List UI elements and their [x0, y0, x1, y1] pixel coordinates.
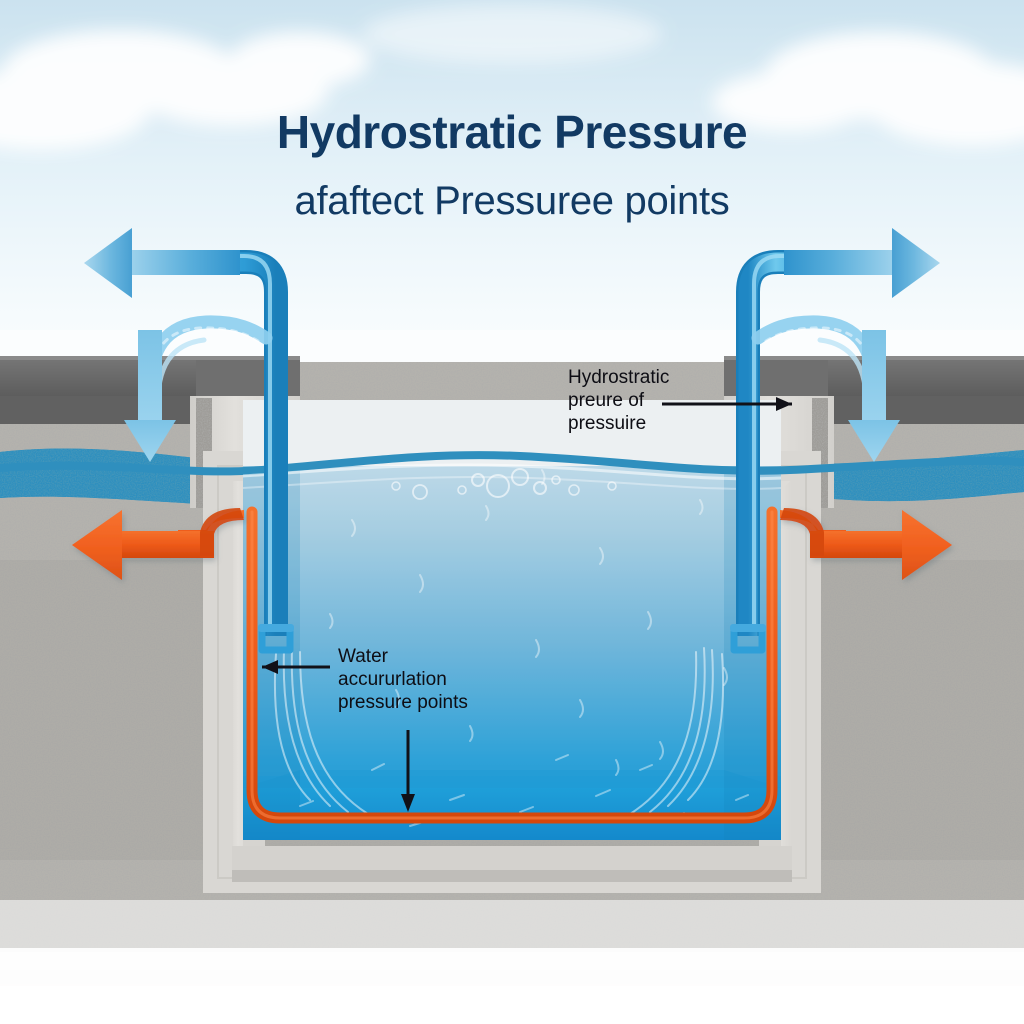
left-orange-pressure-arrow — [72, 508, 244, 580]
cloud-shapes — [0, 4, 1024, 150]
annotation-leader-bottom-left — [262, 660, 330, 674]
water-bubbles — [391, 468, 617, 500]
page-title: Hydrostratic Pressure — [276, 106, 748, 158]
right-orange-pressure-arrow — [780, 508, 952, 580]
water-surface-wave-line — [0, 451, 1024, 490]
gravel-soil — [0, 362, 1024, 1024]
left-downward-infiltration-arrow — [124, 330, 176, 462]
left-blue-flow-arrow — [84, 228, 240, 298]
right-blue-flow-arrow — [784, 228, 940, 298]
left-discharge-pipe — [150, 250, 294, 654]
right-discharge-pipe — [730, 250, 874, 654]
annotation-hydrostatic-pressure: Hydrostratic preure of pressuire — [568, 367, 670, 435]
annotation-leader-bottom-down — [401, 730, 415, 812]
annotation-water-accumulation: Water accururlation pressure points — [338, 646, 468, 714]
right-downward-infiltration-arrow — [848, 330, 900, 462]
suspended-droplet-marks — [299, 469, 749, 827]
annotation-leader-top-right — [662, 397, 792, 411]
orange-pressure-perimeter-line — [246, 506, 778, 824]
page-subtitle: afaftect Pressuree points — [294, 179, 730, 223]
